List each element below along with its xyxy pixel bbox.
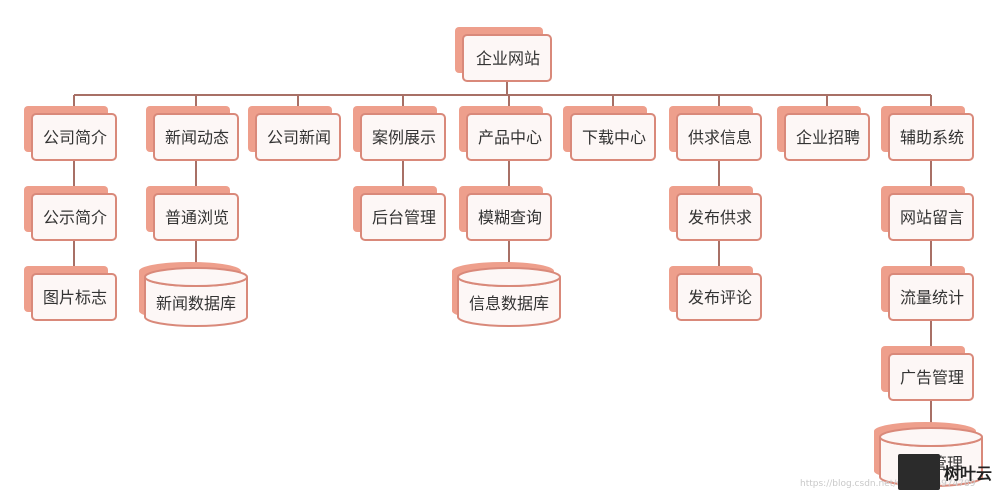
- node-label: 公司简介: [43, 128, 107, 147]
- node-label: 网站留言: [900, 208, 964, 227]
- level1-node-c4: 案例展示: [353, 106, 446, 161]
- node-label: 发布供求: [688, 208, 752, 227]
- node-label: 企业招聘: [796, 128, 860, 147]
- node-label: 供求信息: [688, 128, 752, 147]
- node-box: [676, 273, 762, 321]
- brand-watermark: 树叶云: [898, 454, 994, 490]
- brand-logo-icon: [898, 454, 940, 490]
- node-label: 图片标志: [43, 288, 107, 307]
- node-box: [888, 113, 974, 161]
- watermark-url: https://blog.csdn.net/weixin_46974789: [800, 479, 976, 489]
- level1-node-c6: 下载中心: [563, 106, 656, 161]
- node-box: [462, 34, 552, 82]
- child-node-c1-1: 图片标志: [24, 266, 117, 321]
- node-box: [255, 113, 341, 161]
- level1-node-c1: 公司简介: [24, 106, 117, 161]
- db-top: [879, 427, 983, 447]
- node-label: 模糊查询: [478, 208, 542, 227]
- node-box: [360, 193, 446, 241]
- node-box: [31, 273, 117, 321]
- node-label: 发布评论: [688, 288, 752, 307]
- child-node-c2-0: 普通浏览: [146, 186, 239, 241]
- level1-node-c2: 新闻动态: [146, 106, 239, 161]
- child-node-c1-0: 公示简介: [24, 186, 117, 241]
- child-node-c9-2: 广告管理: [881, 346, 974, 401]
- node-box: [676, 113, 762, 161]
- db-top: [144, 267, 248, 287]
- node-box: [360, 113, 446, 161]
- level1-node-c3: 公司新闻: [248, 106, 341, 161]
- level1-node-c5: 产品中心: [459, 106, 552, 161]
- db-label: 信息数据库: [469, 294, 549, 313]
- node-box: [888, 273, 974, 321]
- child-node-c7-0: 发布供求: [669, 186, 762, 241]
- child-node-c9-1: 流量统计: [881, 266, 974, 321]
- node-box: [676, 193, 762, 241]
- child-node-c7-1: 发布评论: [669, 266, 762, 321]
- node-label: 后台管理: [372, 208, 436, 227]
- node-box: [888, 353, 974, 401]
- node-box: [153, 113, 239, 161]
- database-node-c2-1: 新闻数据库: [139, 262, 248, 327]
- node-label: 公司新闻: [267, 128, 331, 147]
- node-box: [31, 193, 117, 241]
- node-label: 案例展示: [372, 128, 436, 147]
- node-label: 产品中心: [478, 128, 542, 147]
- node-box: [570, 113, 656, 161]
- database-node-c5-1: 信息数据库: [452, 262, 561, 327]
- level1-node-c7: 供求信息: [669, 106, 762, 161]
- node-label: 普通浏览: [165, 208, 229, 227]
- level1-node-c8: 企业招聘: [777, 106, 870, 161]
- node-box: [888, 193, 974, 241]
- node-box: [153, 193, 239, 241]
- node-label: 辅助系统: [900, 128, 964, 147]
- node-box: [784, 113, 870, 161]
- db-label: 新闻数据库: [156, 294, 236, 313]
- node-box: [466, 113, 552, 161]
- root-node: 企业网站: [455, 27, 552, 82]
- node-label: 企业网站: [476, 49, 540, 68]
- db-top: [457, 267, 561, 287]
- node-label: 下载中心: [582, 128, 646, 147]
- child-node-c5-0: 模糊查询: [459, 186, 552, 241]
- child-node-c9-0: 网站留言: [881, 186, 974, 241]
- node-label: 广告管理: [900, 368, 964, 387]
- brand-name: 树叶云: [944, 464, 993, 483]
- node-box: [31, 113, 117, 161]
- child-node-c4-0: 后台管理: [353, 186, 446, 241]
- level1-node-c9: 辅助系统: [881, 106, 974, 161]
- node-label: 新闻动态: [165, 128, 229, 147]
- node-label: 流量统计: [900, 288, 964, 307]
- node-box: [466, 193, 552, 241]
- node-label: 公示简介: [43, 208, 107, 227]
